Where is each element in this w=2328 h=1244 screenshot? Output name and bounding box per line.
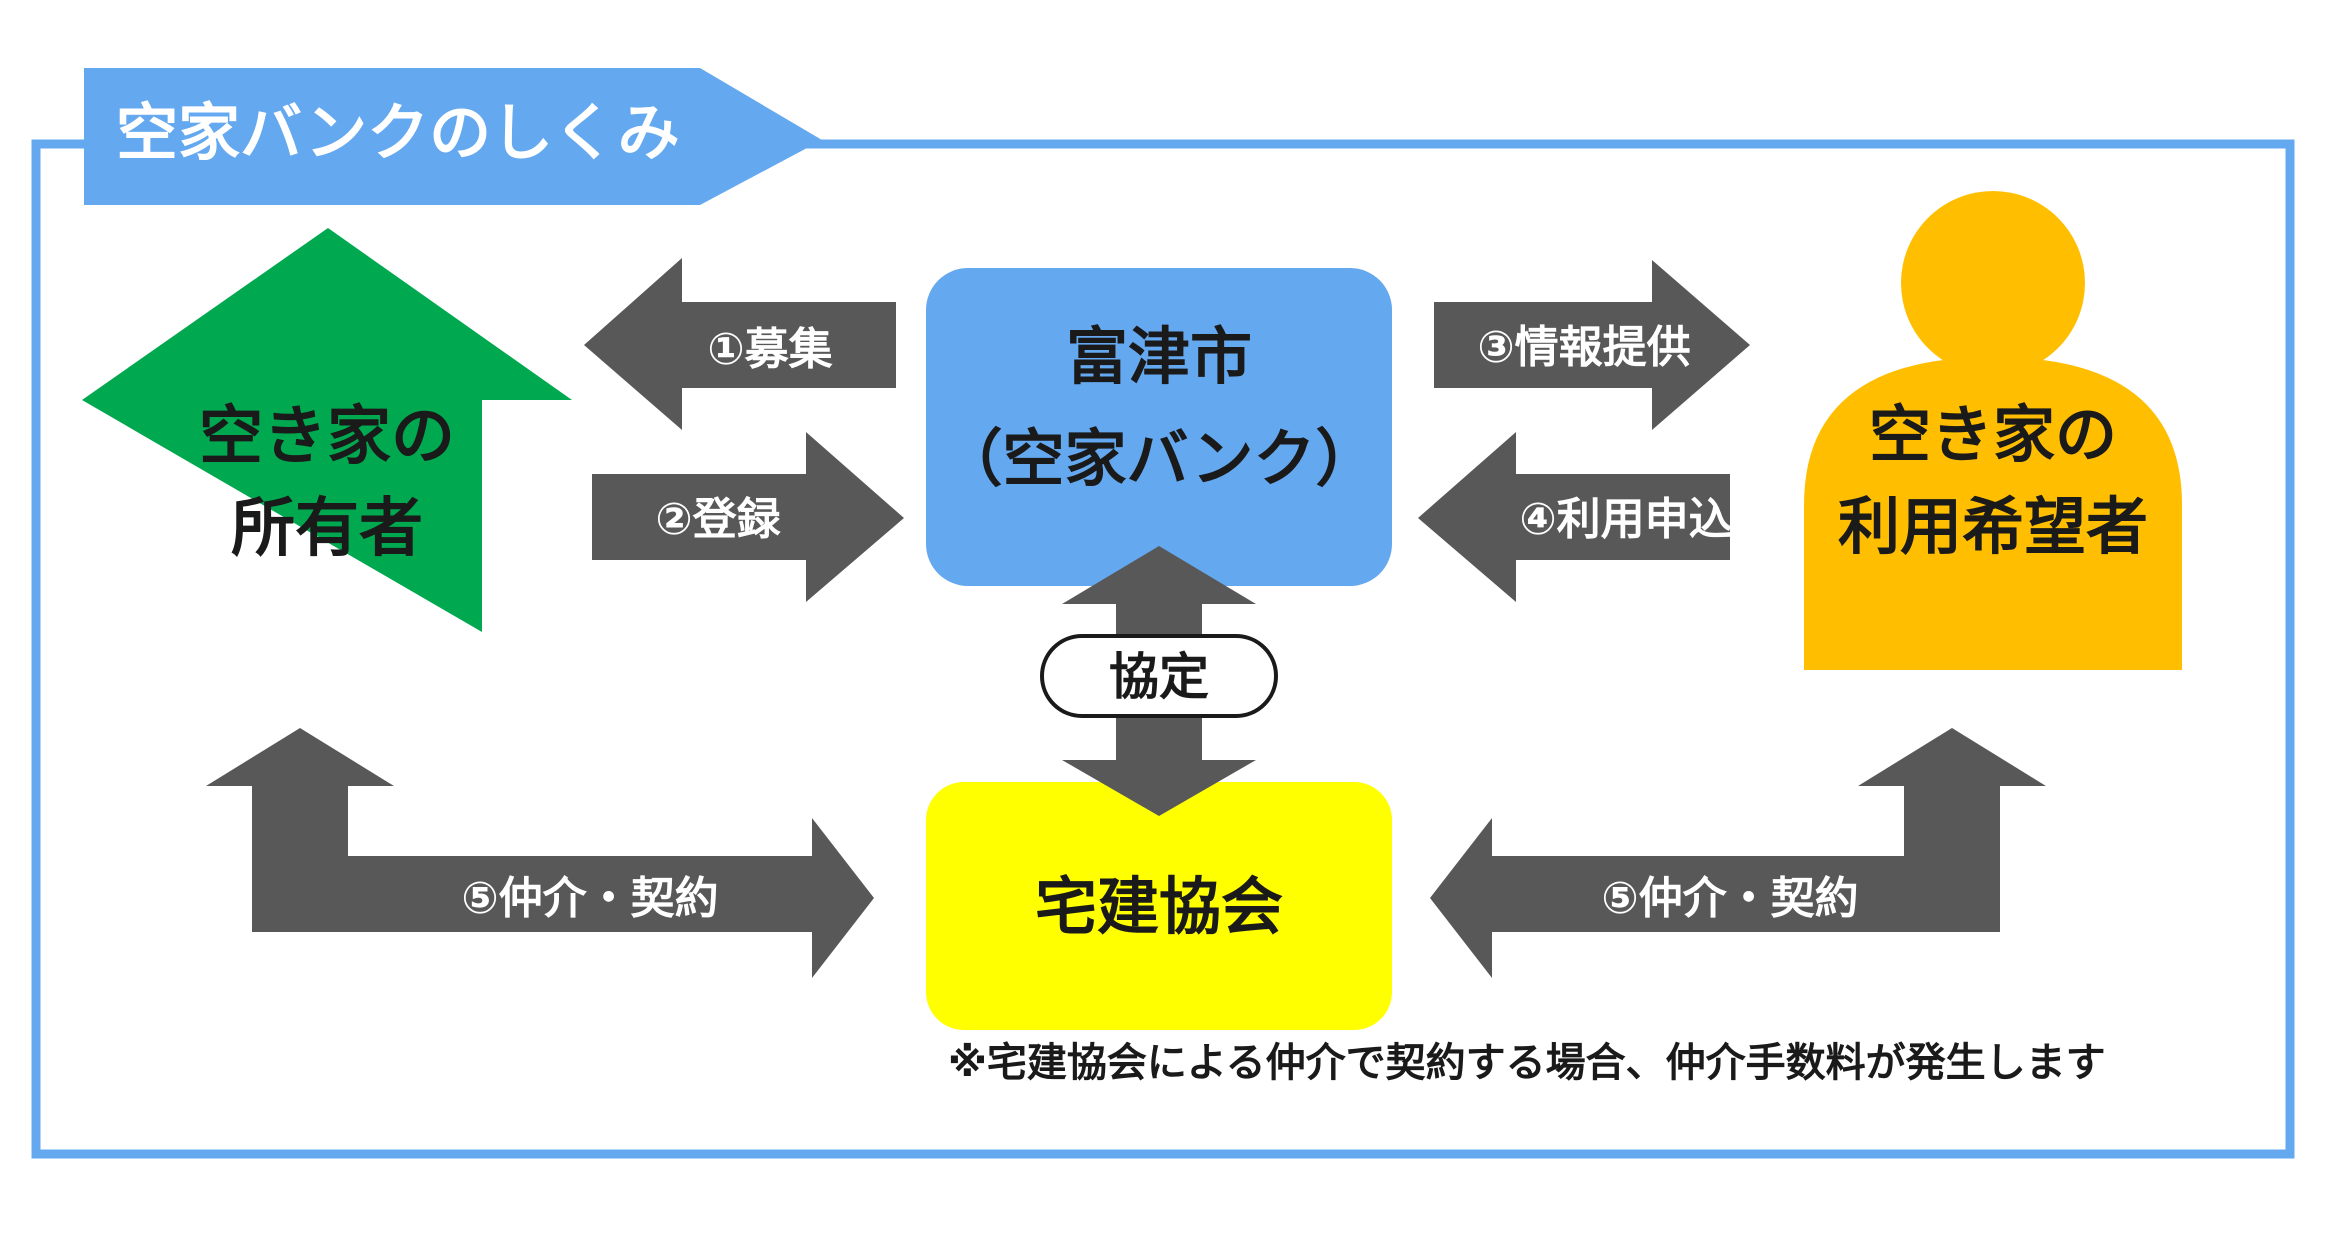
owner-label-line2: 所有者 [231,492,423,566]
arrow-contract-left [206,728,874,978]
title-tab [84,68,822,205]
user-head-shape [1901,191,2085,375]
agreement-pill [1040,634,1278,718]
arrow-info-label: ③情報提供 [1477,322,1690,373]
association-label: 宅建協会 [1035,870,1283,943]
arrow-register [592,432,904,602]
title-text: 空家バンクのしくみ [116,96,680,169]
outer-frame [31,139,2295,1159]
association-box [926,782,1392,1030]
arrow-info [1434,260,1750,430]
city-label-line1: 富津市 [1066,320,1252,393]
arrow-contract-right [1430,728,2046,978]
arrow-register-label: ②登録 [655,494,781,545]
city-box [926,268,1392,586]
arrow-recruit [584,258,896,430]
owner-label-line1: 空き家の [199,400,455,474]
arrow-recruit-label: ①募集 [707,324,832,375]
arrow-contract-right-label: ⑤仲介・契約 [1601,873,1858,924]
city-label-line2: （空家バンク） [940,422,1377,495]
arrow-contract-left-label: ⑤仲介・契約 [461,873,718,924]
user-label-line1: 空き家の [1869,398,2117,471]
owner-house-shape [82,228,572,632]
user-body-shape [1804,357,2182,670]
agreement-label: 協定 [1109,648,1209,706]
user-label-line2: 利用希望者 [1838,490,2148,563]
arrow-apply-label: ④利用申込 [1519,494,1732,545]
arrow-apply [1418,432,1730,602]
note-text: ※宅建協会による仲介で契約する場合、仲介手数料が発生します [948,1040,2106,1086]
